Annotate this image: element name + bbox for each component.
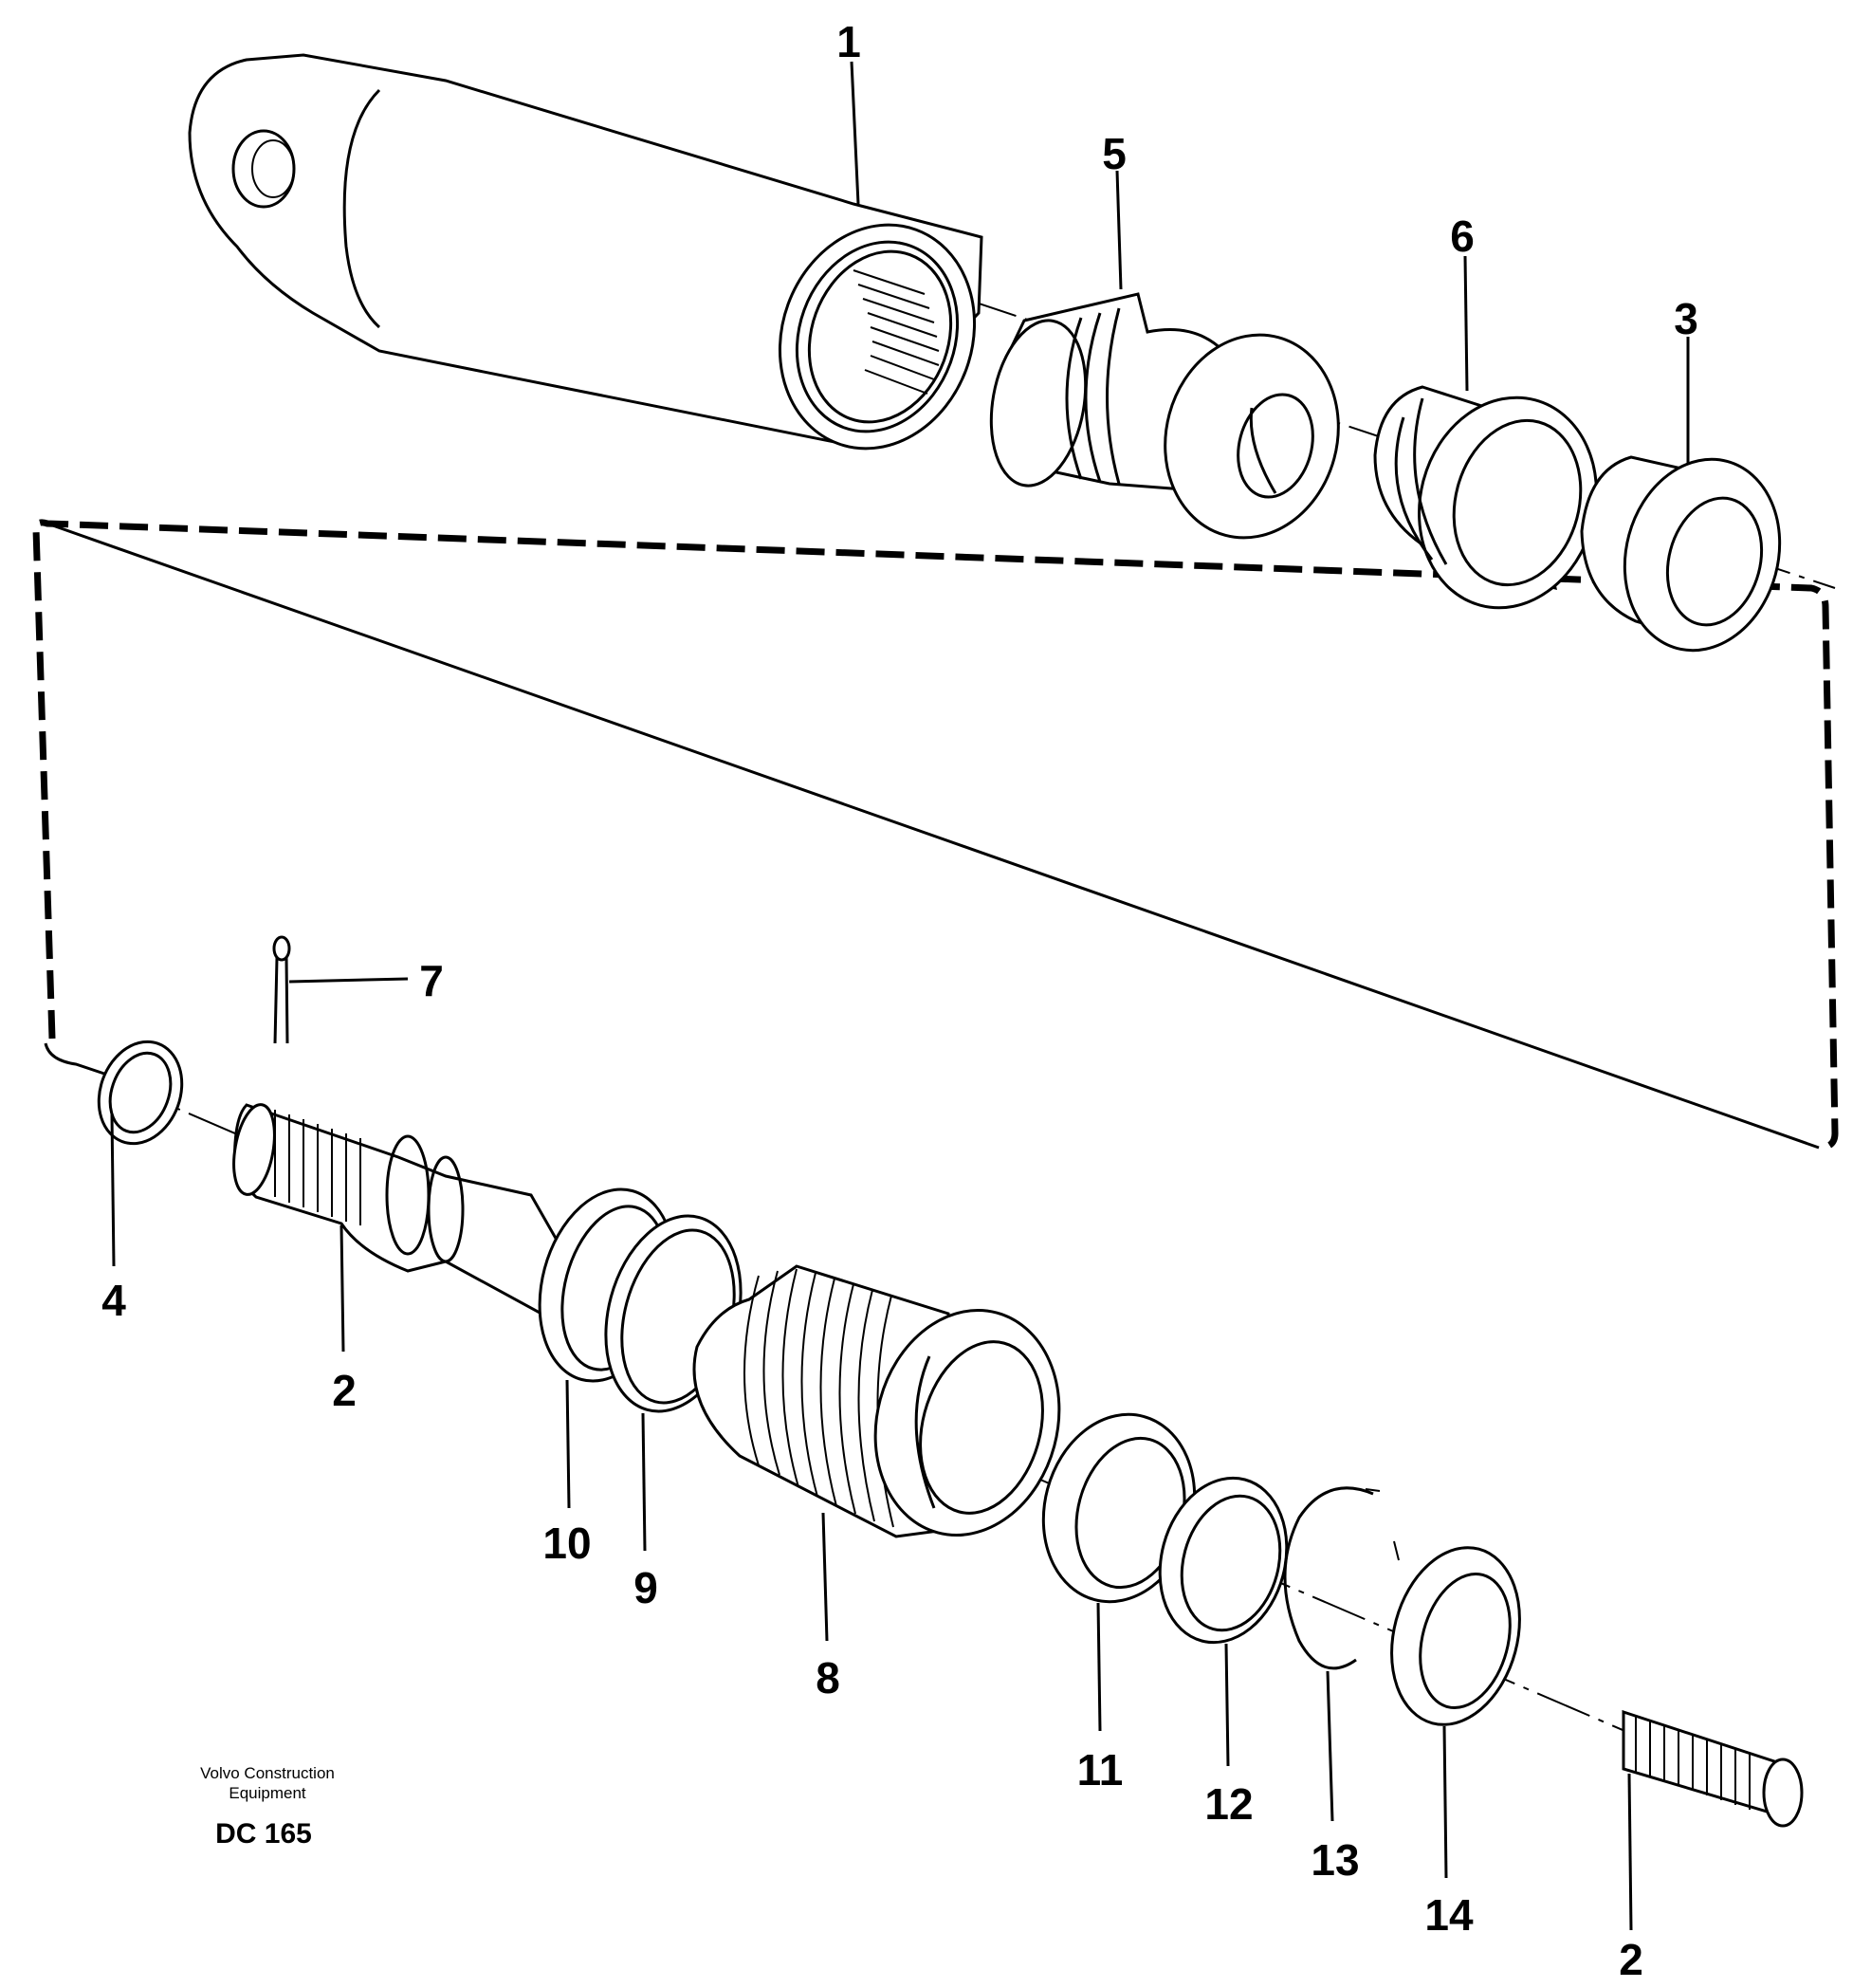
part-2-piston-rod <box>232 1103 571 1321</box>
part-8-cylinder-head <box>692 1264 1061 1538</box>
caption-division: Equipment <box>229 1784 306 1802</box>
callout-6: 6 <box>1450 212 1475 261</box>
callout-2-rod: 2 <box>332 1366 357 1415</box>
part-4-ring <box>97 1040 184 1146</box>
part-7-cotter-pin <box>272 935 291 1044</box>
callout-7: 7 <box>419 956 444 1005</box>
part-6-guide-ring <box>1373 385 1598 610</box>
part-12-ring <box>1158 1476 1289 1645</box>
part-13-snap-ring <box>1283 1486 1400 1670</box>
part-2-threaded-rod-end <box>1622 1709 1804 1828</box>
callout-labels: 1 5 6 3 7 4 2 10 9 8 11 12 13 14 2 <box>101 17 1698 1984</box>
callout-2-end: 2 <box>1619 1935 1643 1984</box>
callout-1: 1 <box>836 17 861 66</box>
part-3-bush <box>1580 455 1782 653</box>
callout-13: 13 <box>1311 1835 1359 1885</box>
drawing-code: DC 165 <box>215 1818 312 1850</box>
part-14-wiper-ring <box>1390 1546 1521 1726</box>
callout-9: 9 <box>633 1563 658 1612</box>
part-1-cylinder-tube <box>188 53 983 451</box>
leader-lines <box>110 61 1690 1931</box>
callout-4: 4 <box>101 1276 126 1325</box>
callout-3: 3 <box>1674 294 1698 343</box>
assembly-connection-outline <box>32 519 1839 1151</box>
callout-11: 11 <box>1077 1745 1124 1795</box>
callout-14: 14 <box>1424 1890 1474 1940</box>
callout-10: 10 <box>542 1519 591 1568</box>
callout-8: 8 <box>816 1653 840 1703</box>
part-5-piston <box>989 292 1340 540</box>
drawing-caption: Volvo Construction Equipment DC 165 <box>200 1764 335 1850</box>
callout-5: 5 <box>1102 129 1127 178</box>
caption-company: Volvo Construction <box>200 1764 335 1782</box>
callout-12: 12 <box>1204 1779 1253 1829</box>
